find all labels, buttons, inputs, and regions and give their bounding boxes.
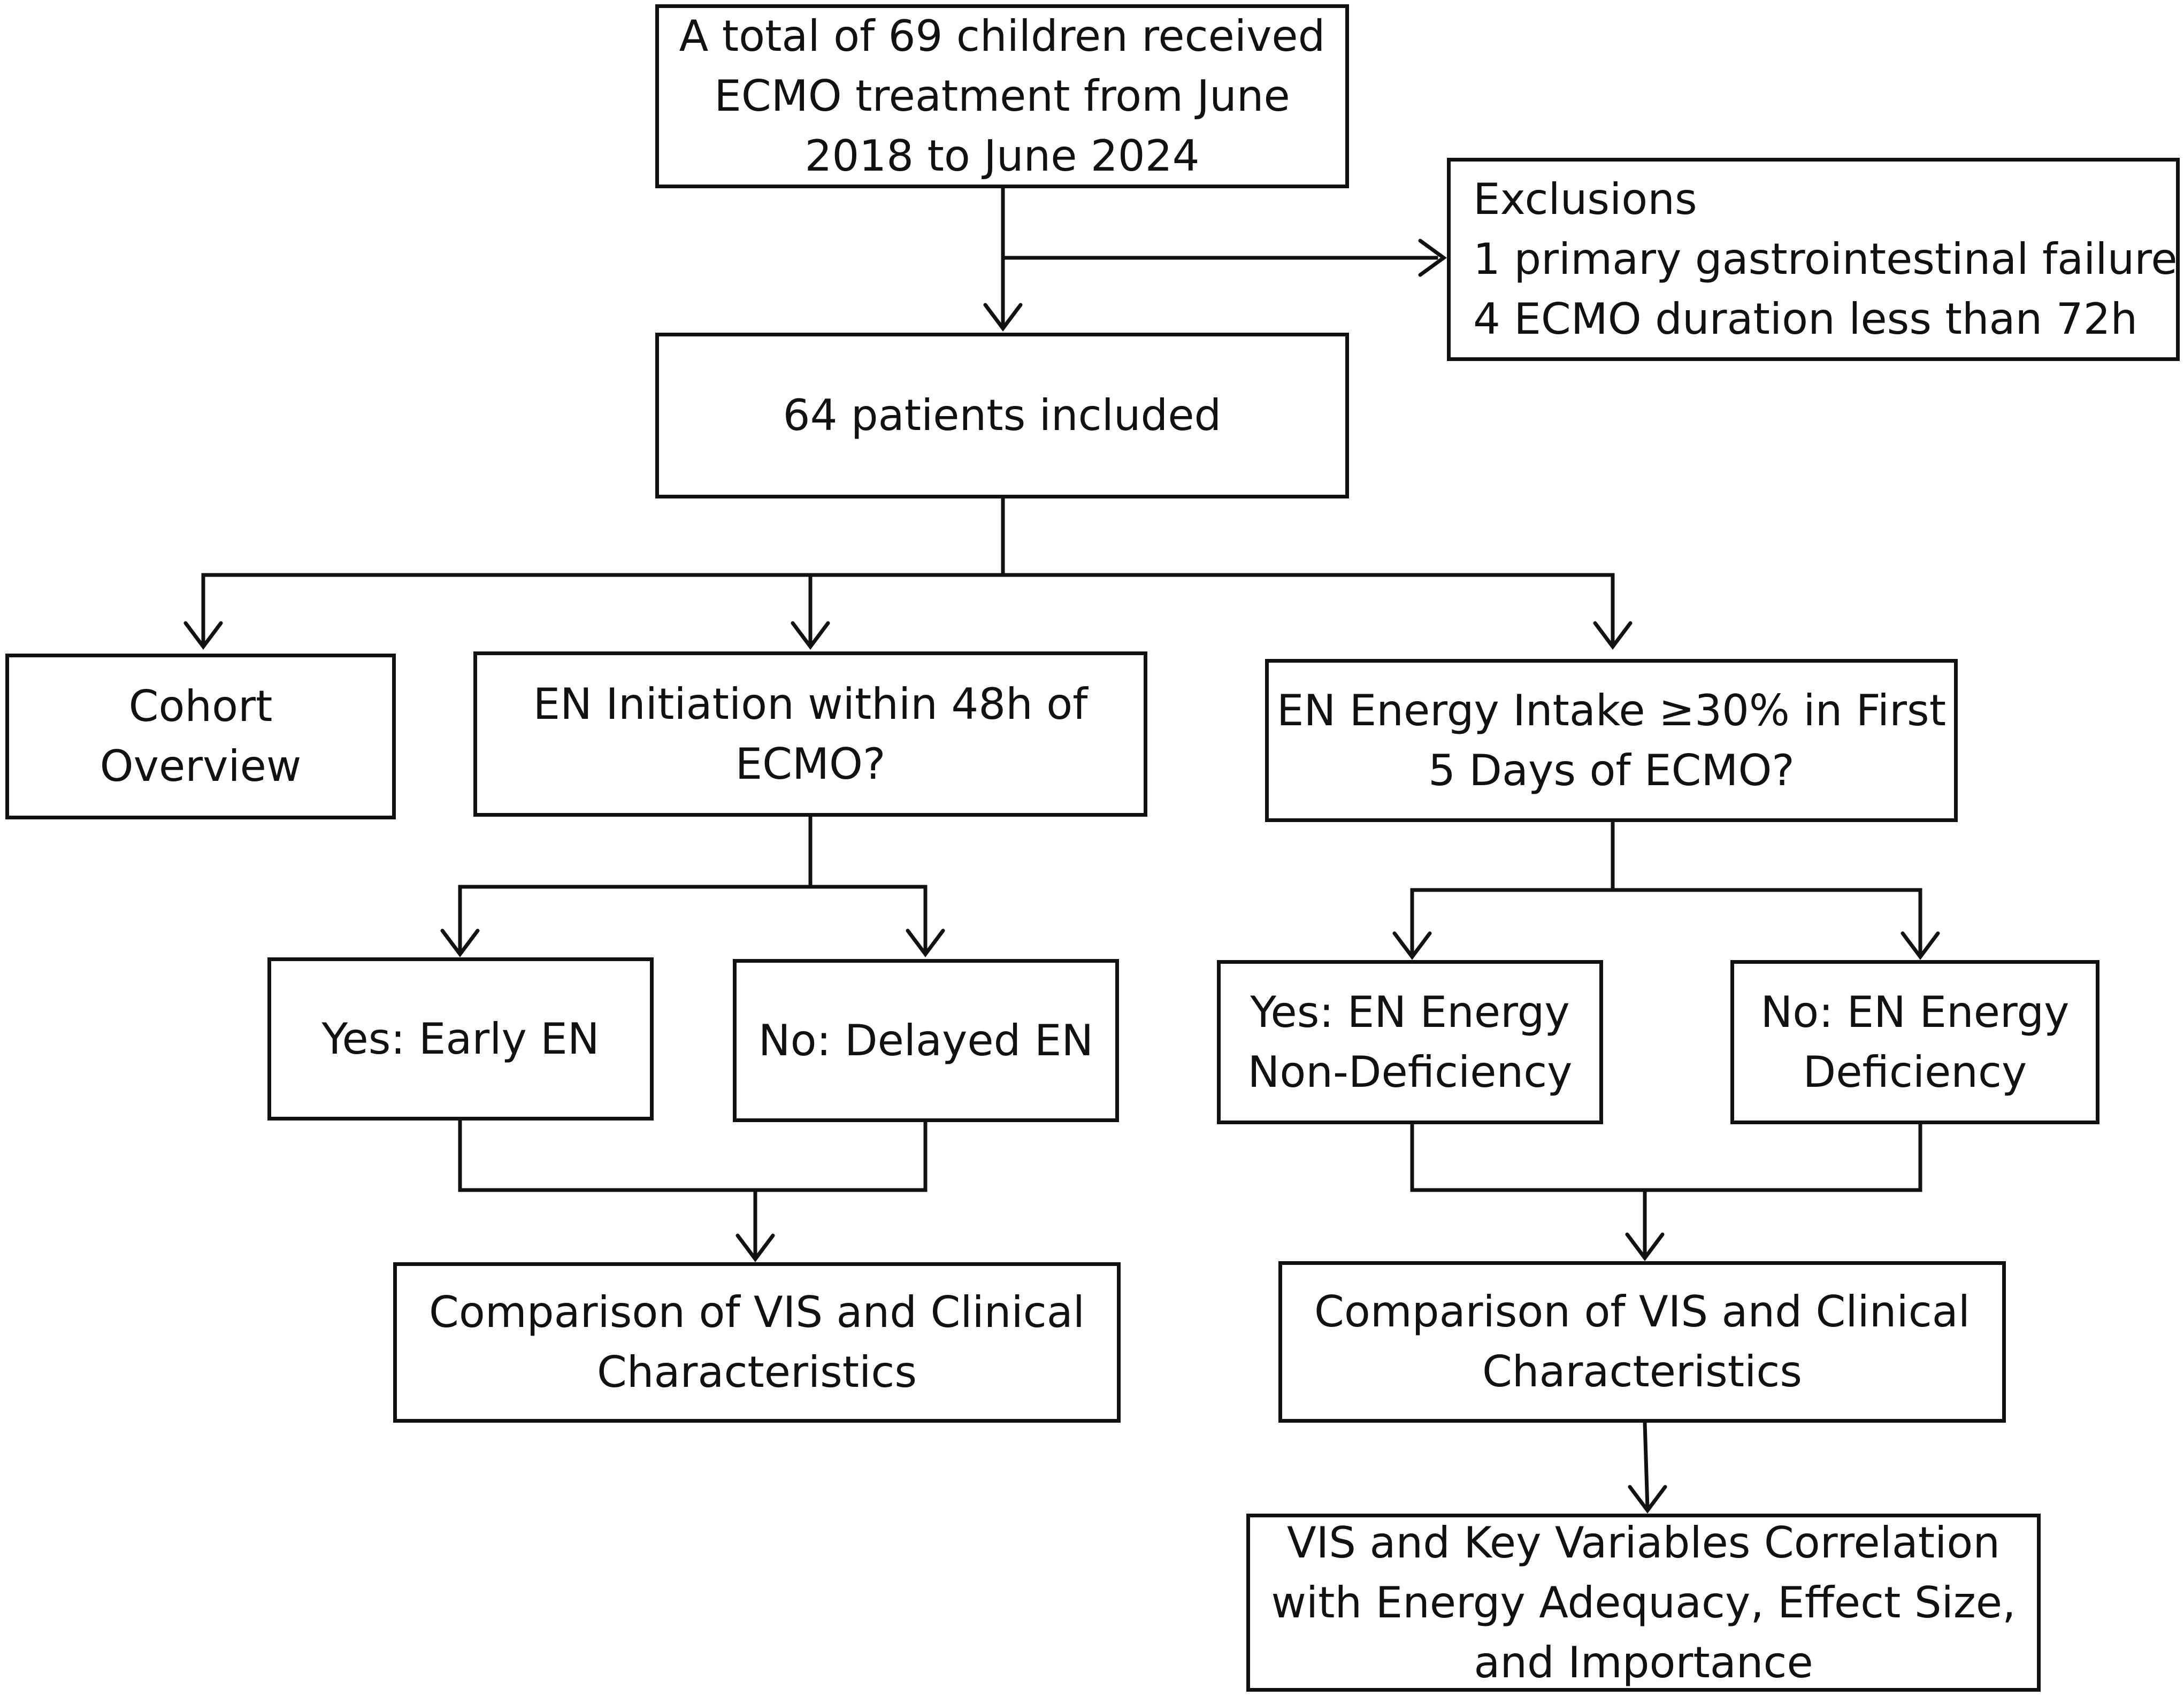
en-initiation-box-text: EN Initiation within 48h of ECMO? xyxy=(533,674,1088,794)
box-text-line: and Importance xyxy=(1474,1637,1813,1687)
arrowhead-comparison-left xyxy=(735,1233,775,1262)
en-energy-intake-box: EN Energy Intake ≥30% in First 5 Days of … xyxy=(1265,659,1958,822)
box-text-line: 4 ECMO duration less than 72h xyxy=(1473,294,2138,344)
box-text-line: Characteristics xyxy=(1482,1347,1803,1396)
box-text-line: VIS and Key Variables Correlation xyxy=(1286,1517,2001,1568)
patients-included-box: 64 patients included xyxy=(655,333,1349,498)
early-en-box-text: Yes: Early EN xyxy=(321,1009,599,1069)
patients-included-box-text: 64 patients included xyxy=(783,386,1222,446)
box-text-line: No: EN Energy xyxy=(1760,987,2070,1037)
arrowhead-correlation xyxy=(1628,1485,1667,1514)
exclusions-box-text: Exclusions 1 primary gastrointestinal fai… xyxy=(1473,170,2178,349)
arrowhead-non-deficiency xyxy=(1392,931,1432,960)
box-text-line: with Energy Adequacy, Effect Size, xyxy=(1271,1577,2016,1628)
early-en-box: Yes: Early EN xyxy=(267,957,654,1121)
delayed-en-box: No: Delayed EN xyxy=(733,959,1119,1122)
box-text-line: Comparison of VIS and Clinical xyxy=(429,1287,1085,1337)
box-text-line: Cohort xyxy=(128,681,273,731)
box-text-line: Yes: Early EN xyxy=(321,1014,600,1064)
box-text-line: Yes: EN Energy xyxy=(1250,987,1570,1037)
box-text-line: Overview xyxy=(99,741,302,791)
box-text-line: ECMO? xyxy=(735,739,886,789)
box-text-line: 2018 to June 2024 xyxy=(804,131,1200,181)
en-energy-intake-box-text: EN Energy Intake ≥30% in First 5 Days of … xyxy=(1277,681,1946,801)
box-text-line: Non-Deficiency xyxy=(1247,1047,1573,1097)
arrowhead-en-energy xyxy=(1593,621,1633,650)
box-text-line: Comparison of VIS and Clinical xyxy=(1314,1287,1970,1337)
correlation-box: VIS and Key Variables Correlation with En… xyxy=(1246,1514,2041,1692)
arrowhead-deficiency xyxy=(1901,931,1940,960)
en-initiation-box: EN Initiation within 48h of ECMO? xyxy=(473,651,1147,817)
arrowhead-exclusions xyxy=(1418,239,1447,277)
arrowhead-included xyxy=(983,303,1023,332)
arrowhead-en-initiation xyxy=(791,621,830,650)
box-text-line: 5 Days of ECMO? xyxy=(1428,745,1795,795)
box-text-line: Deficiency xyxy=(1803,1047,2027,1097)
exclusions-box: Exclusions 1 primary gastrointestinal fai… xyxy=(1447,158,2180,361)
correlation-box-text: VIS and Key Variables Correlation with En… xyxy=(1271,1513,2016,1693)
box-text-line: EN Initiation within 48h of xyxy=(533,679,1088,729)
arrowhead-cohort xyxy=(183,621,223,650)
arrowhead-comparison-right xyxy=(1625,1232,1665,1261)
box-text-line: A total of 69 children received xyxy=(679,11,1325,61)
box-text-line: Exclusions xyxy=(1473,174,1697,224)
connector-to-correlation xyxy=(1643,1421,1650,1510)
box-text-line: EN Energy Intake ≥30% in First xyxy=(1276,685,1947,735)
box-text-line: 64 patients included xyxy=(783,390,1222,440)
arrowhead-early-en xyxy=(440,928,480,957)
box-text-line: 1 primary gastrointestinal failure xyxy=(1473,234,2178,284)
arrowhead-delayed-en xyxy=(906,928,945,957)
box-text-line: No: Delayed EN xyxy=(758,1015,1094,1065)
box-text-line: Characteristics xyxy=(596,1347,917,1397)
box-text-line: ECMO treatment from June xyxy=(714,71,1290,121)
delayed-en-box-text: No: Delayed EN xyxy=(758,1011,1093,1071)
